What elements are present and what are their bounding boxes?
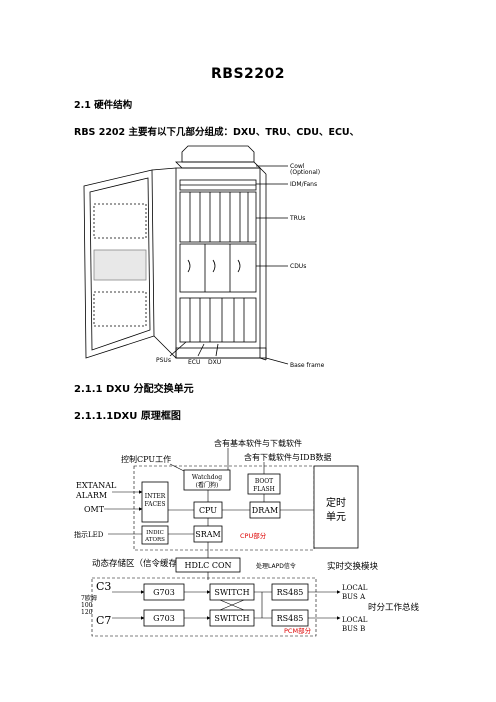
section-heading-dxu: 2.1.1 DXU 分配交换单元 — [74, 384, 194, 395]
label-c3: C3 — [96, 580, 111, 593]
switch-label-b: SWITCH — [214, 614, 249, 623]
doc-title: RBS2202 — [211, 66, 285, 82]
watchdog-line1: Watchdog — [192, 474, 222, 481]
pcm-part-label: PCM部分 — [284, 626, 312, 635]
label-extanal: EXTANAL — [76, 481, 117, 490]
cowl-shape — [181, 145, 255, 163]
label-psus: PSUs — [156, 357, 171, 364]
label-led: 指示LED — [74, 530, 104, 539]
pcm-area — [91, 577, 317, 637]
note-tdm-bus: 时分工作总线 — [368, 602, 420, 613]
cpu-part-label: CPU部分 — [240, 531, 267, 540]
note-basic-software: 含有基本软件与下载软件 — [214, 438, 302, 448]
cabinet-body — [175, 167, 261, 359]
timing-unit-block — [313, 465, 359, 549]
watchdog-line2: (看门狗) — [196, 481, 219, 489]
g703-label-b: G703 — [153, 614, 175, 623]
label-omt: OMT — [84, 505, 105, 514]
g703-label-a: G703 — [153, 588, 175, 597]
cpu-label: CPU — [199, 506, 217, 515]
switch-label-a: SWITCH — [214, 588, 249, 597]
watchdog-block — [183, 469, 231, 491]
label-ecu: ECU — [188, 359, 200, 366]
local-bus-b-line2: BUS B — [342, 625, 365, 633]
cabinet-illustration: Cowl (Optional) IDM/Fans TRUs CDUs PSUs … — [83, 145, 325, 369]
label-ohm1: 7欧姆 — [81, 594, 97, 602]
hdlc-label: HDLC CON — [184, 561, 231, 570]
sram-label: SRAM — [195, 530, 220, 539]
label-optional: (Optional) — [290, 169, 320, 176]
label-c7: C7 — [96, 614, 111, 627]
note-realtime: 实时交换模块 — [327, 561, 379, 572]
indicators-line1: INDIC — [146, 530, 164, 536]
label-dxu: DXU — [208, 359, 221, 366]
section-heading-dxu-block: 2.1.1.1DXU 原理框图 — [74, 411, 181, 422]
label-ohm3: 120 — [81, 609, 93, 616]
local-bus-a-line1: LOCAL — [342, 584, 368, 592]
interfaces-block — [141, 481, 169, 523]
label-cowl: Cowl — [290, 163, 305, 170]
dram-label: DRAM — [252, 506, 278, 515]
note-lapd: 处理LAPD信令 — [256, 562, 296, 570]
label-trus: TRUs — [289, 215, 305, 222]
indicators-block — [141, 525, 169, 545]
section-heading-hardware: 2.1 硬件结构 — [74, 100, 133, 111]
label-idm: IDM/Fans — [290, 181, 317, 188]
timing-line1: 定时 — [326, 496, 346, 509]
boot-line1: BOOT — [255, 478, 273, 485]
note-idb-data: 含有下载软件与IDB数据 — [244, 452, 331, 462]
local-bus-a-line2: BUS A — [342, 593, 366, 601]
rs485-label-a: RS485 — [277, 588, 304, 597]
note-control-cpu: 控制CPU工作 — [121, 454, 171, 464]
label-alarm: ALARM — [75, 491, 107, 500]
label-base-frame: Base frame — [290, 362, 325, 369]
boot-line2: FLASH — [253, 486, 275, 493]
note-dyn-store: 动态存储区（信令缓存） — [92, 558, 186, 569]
label-cdus: CDUs — [290, 263, 306, 270]
dxu-block-diagram: 含有基本软件与下载软件 含有下载软件与IDB数据 控制CPU工作 EXTANAL… — [74, 438, 420, 637]
interfaces-line1: INTER — [145, 493, 166, 500]
local-bus-b-line1: LOCAL — [342, 616, 368, 624]
rs485-label-b: RS485 — [277, 614, 304, 623]
label-ohm2: 100 — [81, 602, 93, 609]
interfaces-line2: FACES — [144, 501, 165, 508]
indicators-line2: ATORS — [144, 537, 165, 543]
intro-paragraph: RBS 2202 主要有以下几部分组成：DXU、TRU、CDU、ECU、 — [74, 127, 360, 138]
timing-line2: 单元 — [326, 511, 346, 523]
